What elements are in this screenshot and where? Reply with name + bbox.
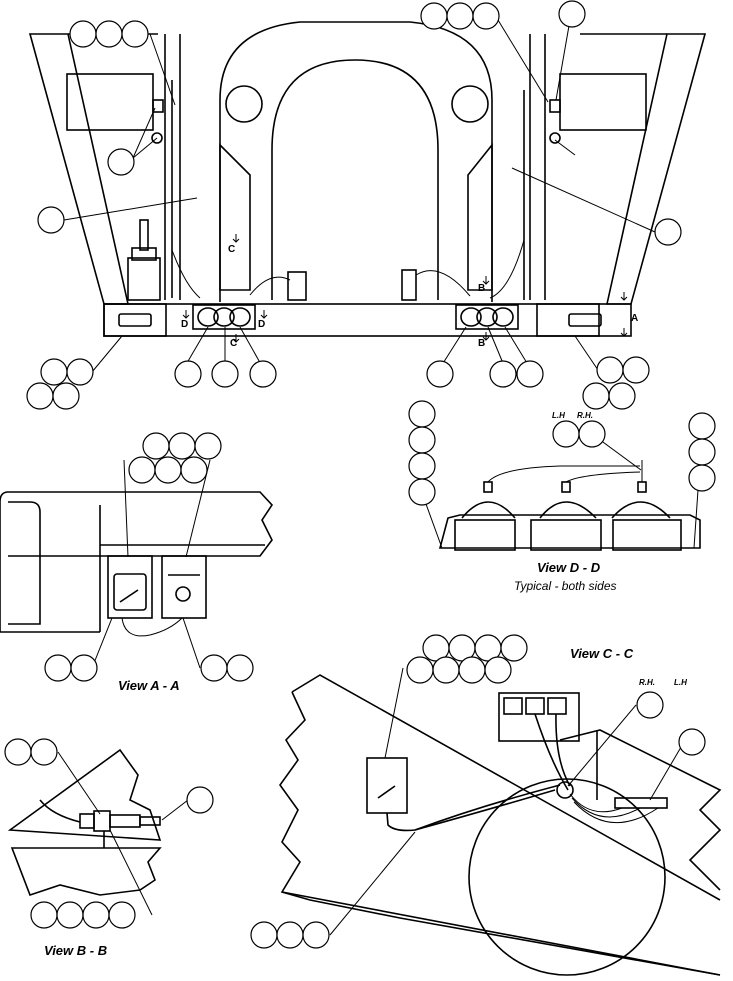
section-arrow-icon: [182, 310, 190, 319]
callout-balloon: [678, 728, 706, 756]
view-a-a: [0, 491, 274, 637]
view-c-c-title: View C - C: [570, 646, 634, 661]
view-d-d: [438, 460, 701, 551]
callout-balloon: [500, 634, 528, 662]
callout-balloon: [688, 464, 716, 492]
callout-balloon: [226, 654, 254, 682]
section-arrow-icon: [620, 292, 628, 301]
section-arrow-icon: [482, 332, 490, 341]
lh-label: L.H: [552, 411, 565, 420]
rh-label: R.H.: [639, 678, 655, 687]
callout-balloon: [654, 218, 682, 246]
section-arrow-icon: [232, 234, 240, 243]
callout-balloon: [70, 654, 98, 682]
callout-balloon: [194, 432, 222, 460]
callout-balloon: [186, 786, 214, 814]
callout-balloon: [636, 691, 664, 719]
callout-balloon: [180, 456, 208, 484]
callout-balloon: [408, 478, 436, 506]
callout-balloon: [472, 2, 500, 30]
marker-c: C: [228, 244, 235, 255]
section-markers: C C D D B B A: [181, 244, 638, 349]
view-c-c: [279, 674, 722, 976]
view-b-b-title: View B - B: [44, 943, 107, 958]
callout-balloon: [30, 738, 58, 766]
section-arrow-icon: [260, 310, 268, 319]
lh-label: L.H: [674, 678, 687, 687]
section-arrow-icon: [482, 276, 490, 285]
callout-balloon: [484, 656, 512, 684]
main-rear-view: [28, 21, 707, 337]
marker-a: A: [631, 313, 638, 324]
callout-balloon: [426, 360, 454, 388]
marker-c: C: [230, 338, 237, 349]
section-arrow-icon: [232, 334, 240, 343]
callout-balloon: [622, 356, 650, 384]
callout-balloon: [211, 360, 239, 388]
callout-balloon: [52, 382, 80, 410]
view-d-d-title: View D - D: [537, 560, 601, 575]
rh-label: R.H.: [577, 411, 593, 420]
callout-balloon: [608, 382, 636, 410]
view-d-d-note: Typical - both sides: [514, 579, 617, 593]
callout-balloon: [37, 206, 65, 234]
marker-d: D: [181, 319, 188, 330]
view-a-a-title: View A - A: [118, 678, 180, 693]
callout-balloon: [66, 358, 94, 386]
section-arrow-icon: [620, 328, 628, 337]
marker-b: B: [478, 283, 485, 294]
callout-balloon: [302, 921, 330, 949]
marker-b: B: [478, 338, 485, 349]
callout-balloon: [174, 360, 202, 388]
callout-balloon: [249, 360, 277, 388]
callout-balloon: [107, 148, 135, 176]
callout-balloon: [578, 420, 606, 448]
callout-balloon: [558, 0, 586, 28]
callout-balloon: [108, 901, 136, 929]
callout-balloon: [121, 20, 149, 48]
callout-balloon: [489, 360, 517, 388]
callout-balloon: [516, 360, 544, 388]
marker-d: D: [258, 319, 265, 330]
